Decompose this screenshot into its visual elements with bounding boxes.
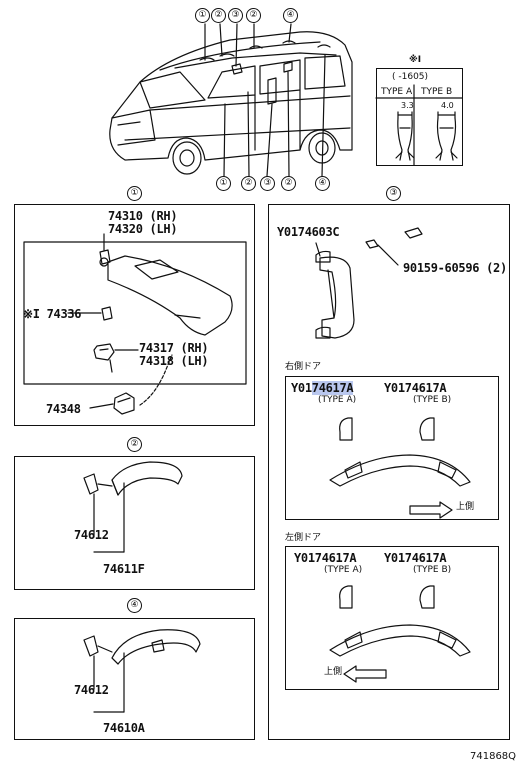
callout-top-4: ② [246, 8, 261, 23]
section3-box [268, 204, 510, 740]
callout-bottom-1: ① [216, 176, 231, 191]
section1-callout: ① [127, 186, 142, 201]
section1-drawing [23, 233, 247, 415]
callout-bottom-3: ③ [260, 176, 275, 191]
diagram-code: 741868Q [470, 751, 517, 762]
part-74318-lh[interactable]: 74318 (LH) [139, 354, 209, 368]
left-door-part-a[interactable]: Y0174617A [294, 551, 357, 565]
callout-top-5: ④ [283, 8, 298, 23]
right-door-box [285, 376, 499, 520]
right-door-type-b: (TYPE B) [413, 395, 452, 405]
section3-callout: ③ [386, 186, 401, 201]
section1-box [14, 204, 255, 426]
callout-bottom-4: ② [281, 176, 296, 191]
legend-type-a: TYPE A [381, 87, 413, 97]
callout-bottom-2: ② [241, 176, 256, 191]
section2-drawing [83, 461, 183, 553]
section2-callout: ② [127, 437, 142, 452]
section4-box [14, 618, 255, 740]
right-door-part-a[interactable]: Y0174617A [291, 381, 354, 395]
left-door-arrow-label: 上側 [324, 667, 343, 677]
legend-clip-drawings [375, 84, 463, 166]
part-y0174603c[interactable]: Y0174603C [277, 225, 340, 239]
callout-top-1: ① [195, 8, 210, 23]
part-74610a[interactable]: 74610A [103, 721, 145, 735]
section4-callout: ④ [127, 598, 142, 613]
part-74310-rh[interactable]: 74310 (RH) [108, 209, 178, 223]
right-door-arrow-label: 上側 [456, 502, 475, 512]
left-door-heading: 左側ドア [285, 533, 322, 543]
callout-bottom-5: ④ [315, 176, 330, 191]
section4-drawing [83, 629, 201, 713]
section3-drawing [315, 227, 471, 683]
part-74317-rh[interactable]: 74317 (RH) [139, 341, 209, 355]
part-74611f[interactable]: 74611F [103, 562, 145, 576]
part-74320-lh[interactable]: 74320 (LH) [108, 222, 178, 236]
section2-box [14, 456, 255, 590]
part-74336[interactable]: ※I 74336 [23, 307, 82, 321]
right-door-part-b[interactable]: Y0174617A [384, 381, 447, 395]
right-door-type-a: (TYPE A) [318, 395, 357, 405]
left-door-part-b[interactable]: Y0174617A [384, 551, 447, 565]
left-door-type-a: (TYPE A) [324, 565, 363, 575]
callout-top-2: ② [211, 8, 226, 23]
legend-box [376, 68, 463, 166]
legend-dim-b: 4.0 [441, 101, 454, 110]
part-74348[interactable]: 74348 [46, 402, 81, 416]
callout-top-3: ③ [228, 8, 243, 23]
legend-type-b: TYPE B [421, 87, 453, 97]
left-door-box [285, 546, 499, 690]
part-74612-sec2[interactable]: 74612 [74, 528, 109, 542]
vehicle-illustration [109, 23, 353, 177]
legend-range: ( -1605) [392, 72, 429, 82]
left-door-type-b: (TYPE B) [413, 565, 452, 575]
part-90159-60596[interactable]: 90159-60596 (2) [403, 261, 507, 275]
legend-title: ※I [409, 55, 422, 65]
legend-dim-a: 3.3 [401, 101, 414, 110]
part-74612-sec4[interactable]: 74612 [74, 683, 109, 697]
right-door-heading: 右側ドア [285, 362, 322, 372]
